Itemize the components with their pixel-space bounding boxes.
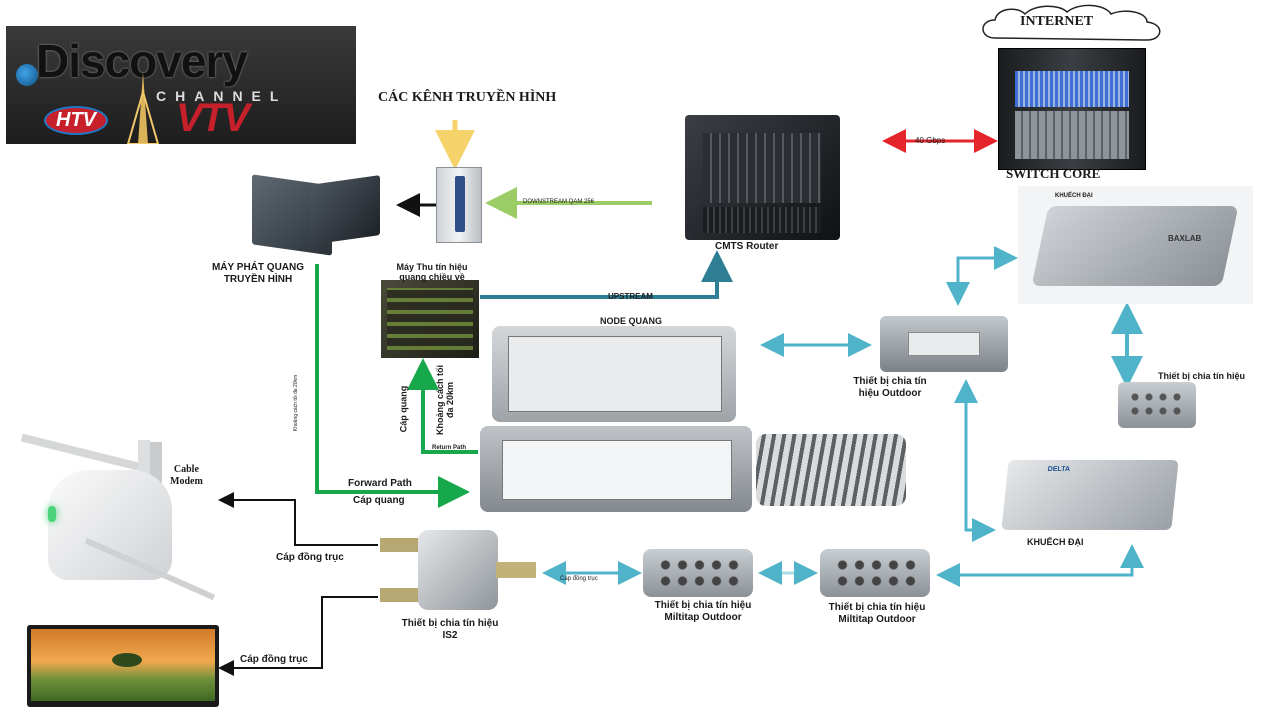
- discovery-logo-text: Discovery: [36, 35, 248, 87]
- cmts-router: [685, 115, 840, 240]
- distance-small-vertical-label: Khoảng cách tối đa 20km: [293, 374, 300, 432]
- tv-channels-label: CÁC KÊNH TRUYỀN HÌNH: [378, 90, 557, 105]
- amp-top-small-label: KHUẾCH ĐẠI: [1055, 193, 1093, 199]
- cmts-label: CMTS Router: [715, 241, 779, 252]
- fiber-cable-vertical-label: Cáp quang: [398, 385, 409, 433]
- television: [27, 625, 219, 707]
- outdoor-splitter: [880, 316, 1008, 372]
- cable-modem: [20, 433, 220, 601]
- channel-logo-text: CHANNEL: [156, 88, 288, 104]
- arrow-splitter-amp-top: [946, 246, 1018, 306]
- multitap-1-label: Thiết bị chia tín hiệu Miltitap Outdoor: [654, 600, 752, 623]
- fiber-cable-label: Cáp quang: [353, 495, 405, 506]
- htv-logo: HTV: [44, 106, 108, 135]
- optical-receiver: [381, 280, 479, 358]
- arrow-return-path: [407, 358, 478, 454]
- amp-brand: BAXLAB: [1168, 234, 1202, 243]
- arrow-is2-tv: [218, 596, 378, 676]
- multitap-2-label: Thiết bị chia tín hiệu Miltitap Outdoor: [828, 602, 926, 625]
- arrow-amp-multitap2: [936, 544, 1144, 587]
- switch-core-label: SWITCH CORE: [1006, 166, 1101, 181]
- modem-led-icon: [48, 506, 56, 522]
- multitap-2: [820, 549, 930, 597]
- upstream-label: UPSTREAM: [608, 292, 653, 301]
- coax-label-1: Cáp đồng trục: [276, 552, 344, 563]
- tree-icon: [112, 653, 142, 667]
- node-label: NODE QUANG: [600, 316, 663, 326]
- forward-path-label: Forward Path: [348, 478, 412, 489]
- coax-label-2: Cáp đồng trục: [240, 654, 308, 665]
- splitter-right-label: Thiết bị chia tín hiệu: [1158, 371, 1246, 381]
- arrow-upstream: [480, 250, 733, 299]
- receiver-label: Máy Thu tín hiệu quang chiều về: [396, 262, 468, 283]
- internet-cloud-icon: [982, 4, 1161, 41]
- tower-icon: [126, 72, 160, 144]
- amplifier-delta: DELTA: [1001, 460, 1179, 530]
- return-path-label: Return Path: [432, 445, 467, 451]
- encoder-device: [436, 167, 482, 243]
- internet-label: INTERNET: [1020, 14, 1094, 29]
- arrow-splitter-amp-bottom: [954, 379, 996, 542]
- multitap-1: [643, 549, 753, 597]
- node-heatsink: [756, 434, 906, 506]
- transmitter-label: MÁY PHÁT QUANG TRUYỀN HÌNH: [211, 262, 305, 285]
- coax-small-label: Cáp đồng trục: [560, 576, 598, 582]
- node-quang-bottom: [480, 426, 752, 512]
- vtv-logo: VTV: [176, 96, 250, 140]
- splitter-right: [1118, 382, 1196, 428]
- node-quang-top: [492, 326, 736, 422]
- optical-transmitter-2: [310, 175, 380, 245]
- amplifier-label: KHUẾCH ĐẠI: [1027, 537, 1084, 547]
- distance-vertical-label: Khoảng cách tối đa 20km: [435, 364, 456, 436]
- globe-icon: [16, 64, 38, 86]
- arrow-forward-path: [315, 264, 470, 508]
- cable-modem-label: Cable Modem: [170, 464, 203, 487]
- bandwidth-label: 40 Gbps: [915, 136, 946, 145]
- splitter-outdoor-label: Thiết bị chia tín hiệu Outdoor: [853, 376, 927, 399]
- is2-splitter: [380, 530, 538, 614]
- switch-core-rack: [998, 48, 1146, 170]
- arrow-is2-modem: [218, 492, 378, 546]
- downstream-label: DOWNSTREAM QAM 256: [523, 199, 595, 205]
- amplifier-top: BAXLAB: [1018, 186, 1253, 304]
- channel-logos-banner: Discovery CHANNEL HTV VTV: [6, 26, 356, 144]
- delta-brand: DELTA: [1047, 466, 1071, 473]
- is2-label: Thiết bị chia tín hiệu IS2: [401, 618, 499, 641]
